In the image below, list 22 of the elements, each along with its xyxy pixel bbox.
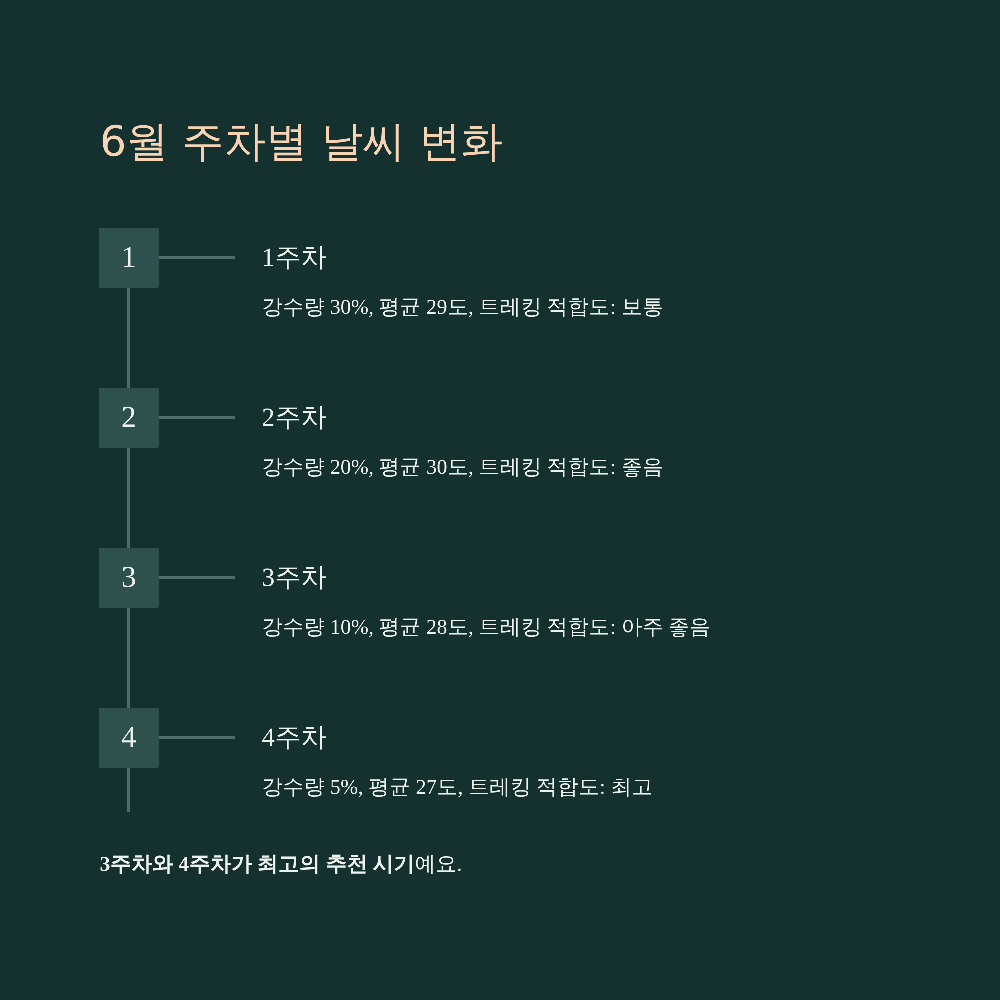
summary-note: 3주차와 4주차가 최고의 추천 시기예요.	[100, 851, 462, 878]
step-description: 강수량 20%, 평균 30도, 트레킹 적합도: 좋음	[262, 454, 664, 481]
number-box: 4	[99, 708, 159, 768]
step-heading: 1주차	[262, 242, 327, 274]
connector-line	[159, 416, 235, 420]
step-description: 강수량 10%, 평균 28도, 트레킹 적합도: 아주 좋음	[262, 614, 711, 641]
connector-line	[159, 576, 235, 580]
step-heading: 3주차	[262, 562, 327, 594]
connector-line	[159, 256, 235, 260]
number-box: 3	[99, 548, 159, 608]
step-description: 강수량 30%, 평균 29도, 트레킹 적합도: 보통	[262, 294, 664, 321]
step-heading: 4주차	[262, 722, 327, 754]
connector-line	[159, 736, 235, 740]
connector-line	[128, 448, 130, 548]
number-box: 2	[99, 388, 159, 448]
connector-line	[128, 768, 130, 812]
step-heading: 2주차	[262, 402, 327, 434]
step-description: 강수량 5%, 평균 27도, 트레킹 적합도: 최고	[262, 774, 653, 801]
title: 6월 주차별 날씨 변화	[100, 116, 503, 168]
connector-line	[128, 608, 130, 708]
connector-line	[128, 288, 130, 388]
number-box: 1	[99, 228, 159, 288]
